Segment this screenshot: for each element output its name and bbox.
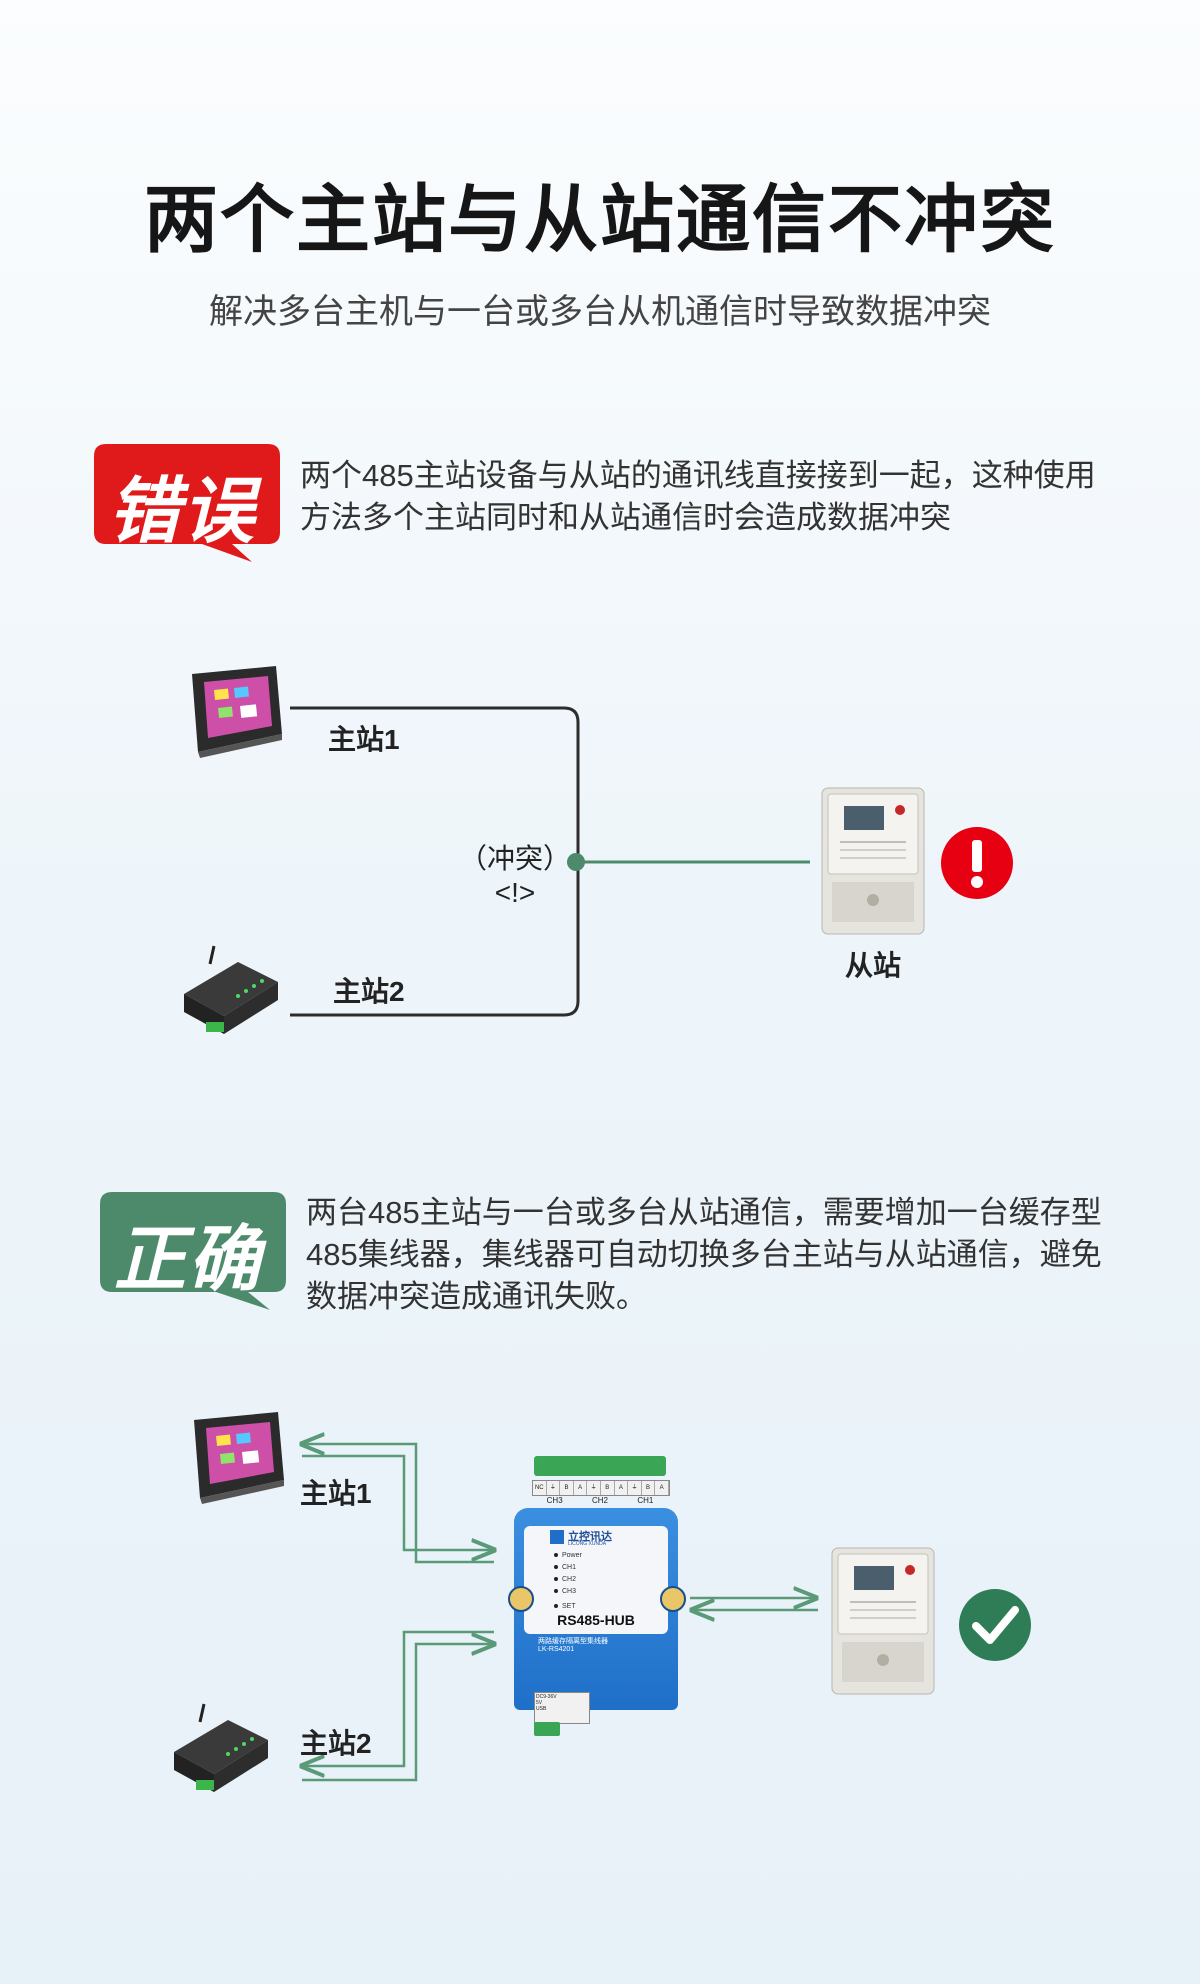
gateway-master2-image	[184, 945, 278, 1034]
terminal-group-label: CH2	[591, 1496, 608, 1505]
terminal-pin-label: ⏚	[628, 1481, 642, 1495]
hmi-master1-image	[194, 1412, 284, 1504]
right-master2-label: 主站2	[300, 1728, 372, 1759]
terminal-group-label: CH1	[637, 1496, 654, 1505]
terminal-pin-label: ⏚	[547, 1481, 561, 1495]
terminal-pin-label: B	[560, 1481, 574, 1495]
terminal-pin-label: B	[642, 1481, 656, 1495]
wrong-master1-label: 主站1	[328, 724, 400, 755]
hub-set-label: SET	[554, 1603, 576, 1610]
hub-model: RS485-HUB	[557, 1612, 635, 1628]
wrong-description: 两个485主站设备与从站的通讯线直接接到一起，这种使用方法多个主站同时和从站通信…	[300, 458, 1096, 535]
mount-screw-right	[660, 1586, 686, 1612]
terminal-strip-bottom	[534, 1722, 560, 1736]
hub-led-label: Power	[554, 1550, 582, 1562]
exclamation-icon	[941, 827, 1013, 899]
terminal-group-row: CH3 CH2 CH1	[532, 1496, 668, 1508]
hub-power-label: USB	[536, 1706, 547, 1712]
terminal-pin-label: ⏚	[587, 1481, 601, 1495]
hub-part-no: LK-RS4201	[538, 1646, 575, 1653]
terminal-strip-top	[534, 1456, 666, 1476]
meter-slave-image	[821, 787, 925, 935]
wrong-badge	[94, 444, 280, 562]
junction-dot	[567, 853, 585, 871]
wrong-slave-label: 从站	[845, 950, 902, 981]
hmi-master1-image	[192, 666, 282, 758]
hub-led-label: CH2	[554, 1574, 582, 1586]
right-master1-label: 主站1	[300, 1478, 372, 1509]
checkmark-icon	[959, 1589, 1031, 1661]
terminal-pin-label: A	[655, 1481, 669, 1495]
page-title: 两个主站与从站通信不冲突	[144, 178, 1056, 261]
meter-slave-image	[831, 1547, 935, 1695]
terminal-pin-label: A	[574, 1481, 588, 1495]
mount-screw-left	[508, 1586, 534, 1612]
hub-led-label: CH1	[554, 1562, 582, 1574]
right-badge-label: 正确	[114, 1217, 263, 1301]
hub-brand-en: LICONG XUNDA	[568, 1541, 607, 1547]
terminal-group-label: CH3	[546, 1496, 563, 1505]
gateway-master2-image	[174, 1703, 268, 1792]
terminal-pin-label: NC	[533, 1481, 547, 1495]
terminal-pin-label: B	[601, 1481, 615, 1495]
conflict-label: （冲突） <!>	[455, 842, 575, 910]
right-badge	[100, 1192, 286, 1310]
conflict-mark: <!>	[494, 877, 536, 908]
terminal-pin-label: A	[615, 1481, 629, 1495]
hub-led-label: CH3	[554, 1586, 582, 1598]
hub-brand: 立控讯达	[568, 1531, 612, 1543]
wrong-badge-label: 错误	[108, 469, 257, 553]
brand-logo-icon	[550, 1530, 564, 1544]
hub-power-label: DC9-36V	[536, 1694, 557, 1700]
wrong-master2-label: 主站2	[333, 976, 405, 1007]
hub-power-label: 5V	[536, 1700, 543, 1706]
right-description: 两台485主站与一台或多台从站通信，需要增加一台缓存型485集线器，集线器可自动…	[306, 1195, 1102, 1314]
hub-subtitle: 两路缓存隔离型集线器	[538, 1638, 608, 1645]
page-subtitle: 解决多台主机与一台或多台从机通信时导致数据冲突	[209, 293, 991, 331]
